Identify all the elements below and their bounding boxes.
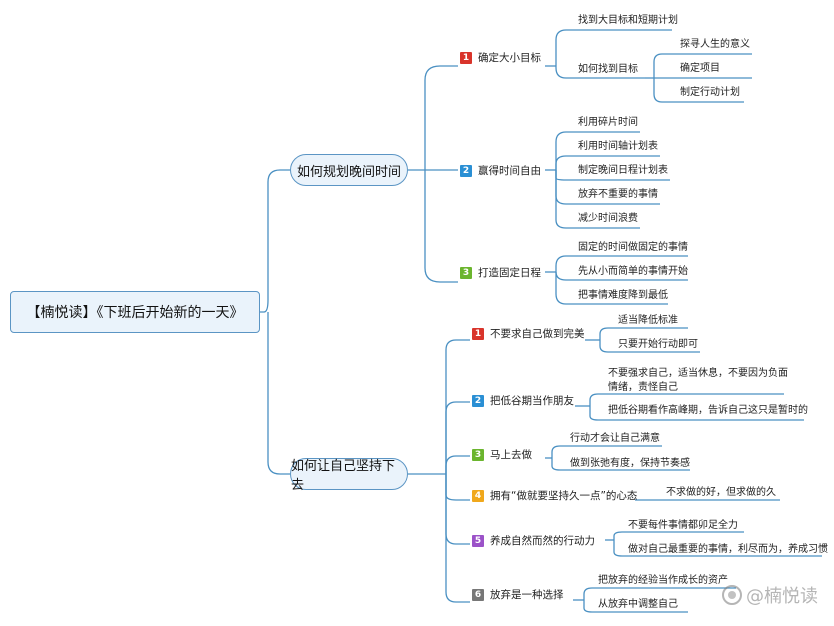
leaf-topic[interactable]: 利用碎片时间 xyxy=(578,117,638,128)
leaf-topic[interactable]: 减少时间浪费 xyxy=(578,213,638,224)
number-badge: 1 xyxy=(460,51,472,64)
leaf-topic[interactable]: 先从小而简单的事情开始 xyxy=(578,266,688,277)
subtopic-1-1[interactable]: 1 确定大小目标 xyxy=(460,50,541,65)
leaf-topic[interactable]: 从放弃中调整自己 xyxy=(598,599,678,610)
leaf-topic[interactable]: 做到张弛有度，保持节奏感 xyxy=(570,458,690,469)
watermark-text: @楠悦读 xyxy=(746,586,818,607)
subtopic-label: 确定大小目标 xyxy=(478,52,541,64)
subtopic-2-5[interactable]: 5 养成自然而然的行动力 xyxy=(472,533,595,548)
subtopic-label: 拥有“做就要坚持久一点”的心态 xyxy=(490,490,638,502)
subtopic-label: 养成自然而然的行动力 xyxy=(490,535,595,547)
leaf-topic[interactable]: 如何找到目标 xyxy=(578,64,638,75)
number-badge: 3 xyxy=(472,448,484,461)
leaf-topic[interactable]: 放弃不重要的事情 xyxy=(578,189,658,200)
subtopic-1-2[interactable]: 2 赢得时间自由 xyxy=(460,163,541,178)
number-badge: 1 xyxy=(472,327,484,340)
subtopic-2-4[interactable]: 4 拥有“做就要坚持久一点”的心态 xyxy=(472,488,637,503)
subtopic-2-2[interactable]: 2 把低谷期当作朋友 xyxy=(472,393,574,408)
leaf-topic[interactable]: 确定项目 xyxy=(680,63,720,74)
subtopic-label: 打造固定日程 xyxy=(478,267,541,279)
leaf-topic[interactable]: 把事情难度降到最低 xyxy=(578,290,668,301)
subtopic-2-6[interactable]: 6 放弃是一种选择 xyxy=(472,587,564,602)
leaf-topic[interactable]: 探寻人生的意义 xyxy=(680,39,750,50)
leaf-topic[interactable]: 制定晚间日程计划表 xyxy=(578,165,668,176)
number-badge: 2 xyxy=(472,394,484,407)
leaf-topic[interactable]: 把低谷期看作高峰期，告诉自己这只是暂时的 xyxy=(608,405,808,416)
watermark: @楠悦读 xyxy=(722,582,818,608)
number-badge: 3 xyxy=(460,266,472,279)
number-badge: 2 xyxy=(460,164,472,177)
number-badge: 4 xyxy=(472,489,484,502)
subtopic-1-3[interactable]: 3 打造固定日程 xyxy=(460,265,541,280)
leaf-topic[interactable]: 不求做的好，但求做的久 xyxy=(666,487,776,498)
leaf-topic[interactable]: 行动才会让自己满意 xyxy=(570,433,660,444)
leaf-topic[interactable]: 适当降低标准 xyxy=(618,315,678,326)
leaf-topic[interactable]: 不要强求自己，适当休息，不要因为负面情绪，责怪自己 xyxy=(608,368,788,393)
branch-plan-evening[interactable]: 如何规划晚间时间 xyxy=(290,154,408,186)
branch-label: 如何让自己坚持下去 xyxy=(291,459,396,493)
leaf-topic[interactable]: 制定行动计划 xyxy=(680,87,740,98)
root-topic-label: 【楠悦读】《下班后开始新的一天》 xyxy=(26,305,244,321)
subtopic-label: 不要求自己做到完美 xyxy=(490,328,585,340)
leaf-topic[interactable]: 找到大目标和短期计划 xyxy=(578,15,678,26)
subtopic-2-3[interactable]: 3 马上去做 xyxy=(472,447,532,462)
subtopic-label: 放弃是一种选择 xyxy=(490,589,564,601)
leaf-topic[interactable]: 做对自己最重要的事情，利尽而为，养成习惯 xyxy=(628,544,828,555)
subtopic-label: 把低谷期当作朋友 xyxy=(490,395,574,407)
branch-label: 如何规划晚间时间 xyxy=(296,164,401,180)
root-topic[interactable]: 【楠悦读】《下班后开始新的一天》 xyxy=(10,291,260,333)
leaf-topic[interactable]: 固定的时间做固定的事情 xyxy=(578,242,688,253)
leaf-topic[interactable]: 把放弃的经验当作成长的资产 xyxy=(598,575,728,586)
branch-keep-going[interactable]: 如何让自己坚持下去 xyxy=(290,458,408,493)
leaf-topic[interactable]: 只要开始行动即可 xyxy=(618,339,698,350)
subtopic-label: 赢得时间自由 xyxy=(478,165,541,177)
leaf-topic[interactable]: 不要每件事情都卯足全力 xyxy=(628,520,738,531)
subtopic-2-1[interactable]: 1 不要求自己做到完美 xyxy=(472,326,585,341)
number-badge: 5 xyxy=(472,534,484,547)
brand-logo-icon xyxy=(722,585,742,605)
number-badge: 6 xyxy=(472,588,484,601)
subtopic-label: 马上去做 xyxy=(490,449,532,461)
leaf-topic[interactable]: 利用时间轴计划表 xyxy=(578,141,658,152)
